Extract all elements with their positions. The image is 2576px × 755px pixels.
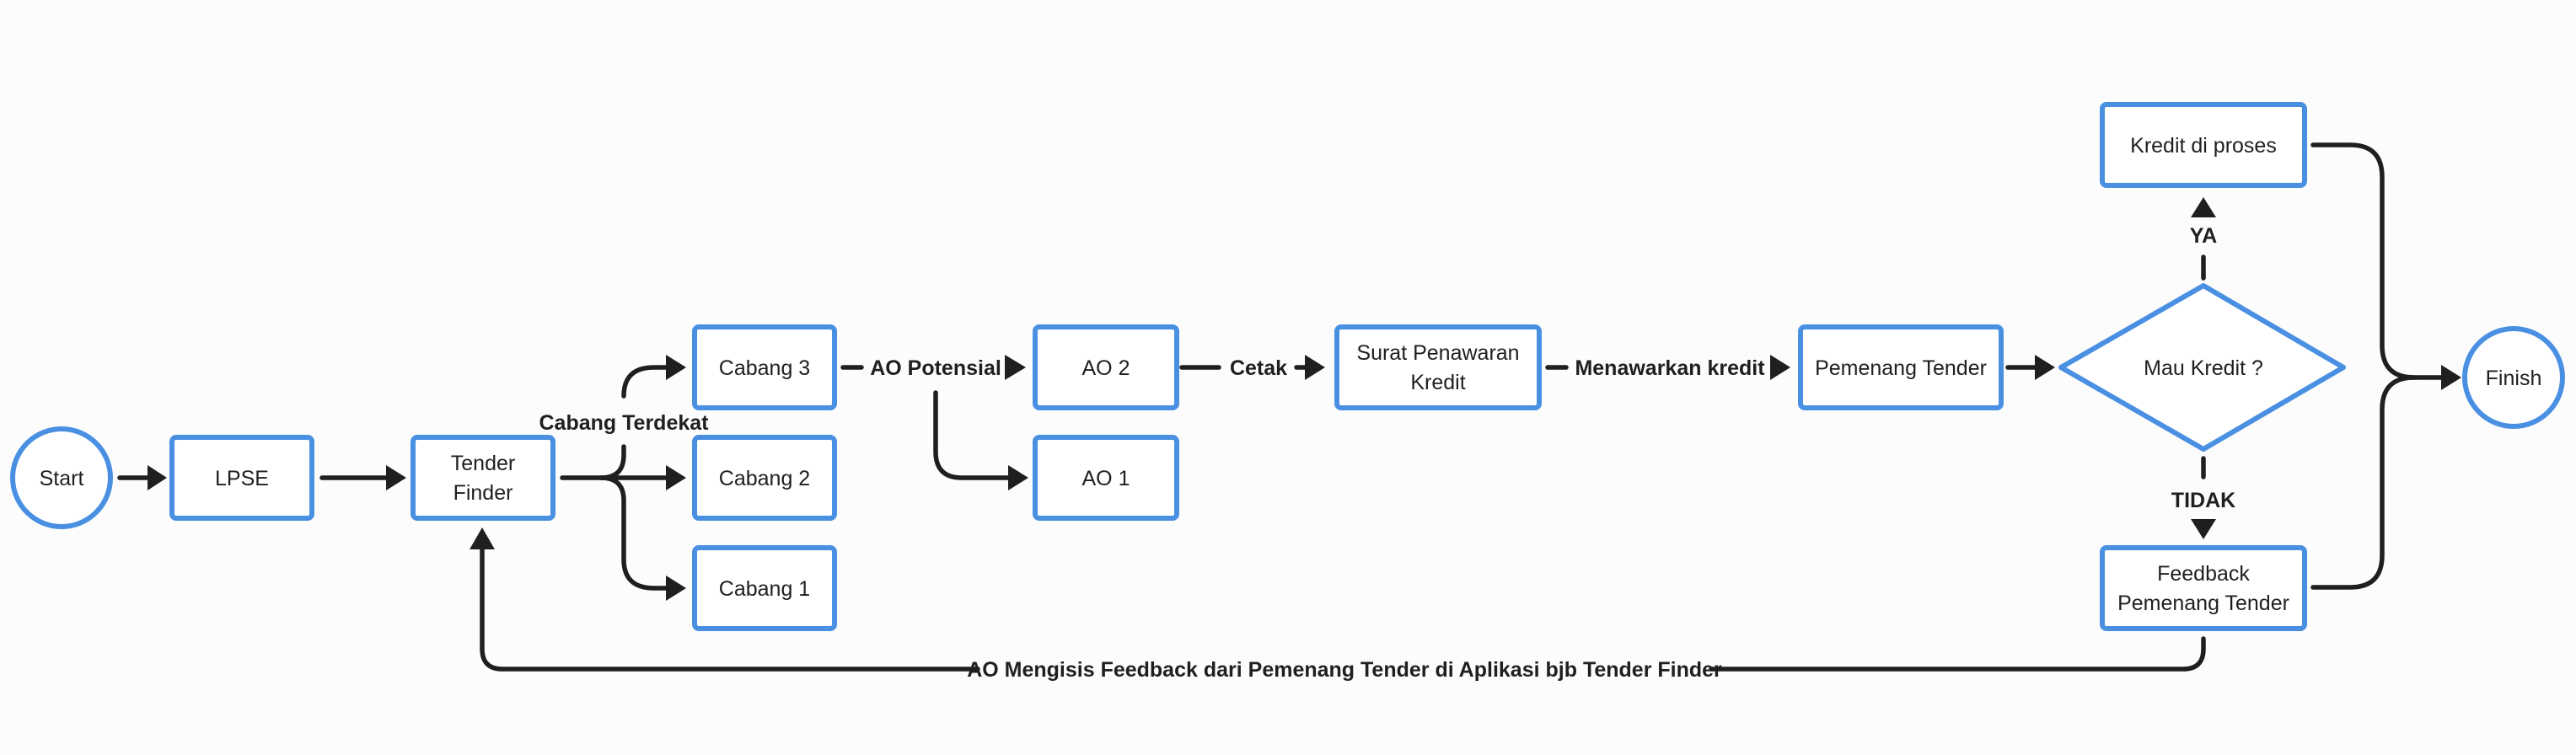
node-cabang-3-label: Cabang 3 [719, 356, 810, 380]
edge-tender-finder-to-cabang-3 [598, 444, 626, 480]
node-tender-finder-line-2: Finder [453, 481, 513, 505]
arrowhead-kredit [2191, 197, 2216, 217]
node-pemenang-tender-label: Pemenang Tender [1815, 356, 1987, 380]
node-mau-kredit-decision: Mau Kredit ? [2058, 283, 2346, 452]
label-tidak: TIDAK [2171, 489, 2235, 512]
arrowhead-cabang-3 [666, 355, 686, 380]
edge-labels: Cabang Terdekat AO Potensial Cetak Menaw… [539, 224, 2236, 682]
edges [117, 142, 2461, 672]
label-cetak: Cetak [1230, 356, 1287, 380]
node-finish-label: Finish [2486, 367, 2542, 390]
edge-ao-potensial-to-ao-1 [933, 390, 1012, 480]
nodes: Start LPSE Tender Finder Cabang 3 Cabang… [10, 102, 2565, 631]
label-ao-mengisi-feedback: AO Mengisis Feedback dari Pemenang Tende… [967, 658, 1722, 682]
node-start-label: Start [40, 467, 84, 490]
node-start: Start [10, 426, 113, 529]
edge-tender-finder-to-cabang-1 [598, 475, 668, 591]
arrowhead-mau-kredit [2035, 355, 2055, 380]
label-ya: YA [2190, 224, 2217, 248]
node-cabang-2-label: Cabang 2 [719, 467, 810, 490]
node-tender-finder-line-1: Tender [451, 452, 515, 475]
arrowhead-cabang-2 [666, 465, 686, 490]
node-kredit-di-proses-label: Kredit di proses [2130, 134, 2277, 158]
node-mau-kredit-label: Mau Kredit ? [2144, 356, 2263, 380]
node-ao-2-label: AO 2 [1082, 356, 1130, 380]
label-menawarkan-kredit: Menawarkan kredit [1575, 356, 1765, 380]
arrowhead-cabang-1 [666, 576, 686, 601]
arrowhead-surat [1305, 355, 1325, 380]
node-cabang-3: Cabang 3 [692, 324, 837, 410]
arrowhead-ao-1 [1008, 465, 1028, 490]
node-ao-2: AO 2 [1033, 324, 1179, 410]
arrowhead-pemenang [1770, 355, 1790, 380]
arrowhead-finish [2441, 365, 2461, 390]
edge-kredit-to-finish [2310, 142, 2445, 380]
edge-cabang-3-upper-curve [621, 365, 668, 399]
node-tender-finder: Tender Finder [411, 435, 555, 521]
node-feedback-line-2: Pemenang Tender [2117, 592, 2289, 615]
arrowhead-feedback [2191, 519, 2216, 539]
edge-feedback-to-tender-finder [1709, 636, 2206, 672]
node-surat-penawaran-kredit: Surat Penawaran Kredit [1334, 324, 1542, 410]
label-ao-potensial: AO Potensial [870, 356, 1001, 380]
node-cabang-1: Cabang 1 [692, 545, 837, 631]
node-lpse: LPSE [169, 435, 314, 521]
node-feedback-line-1: Feedback [2157, 562, 2250, 586]
node-ao-1-label: AO 1 [1082, 467, 1130, 490]
node-lpse-label: LPSE [215, 467, 269, 490]
label-cabang-terdekat: Cabang Terdekat [539, 411, 710, 435]
arrowhead-lpse [148, 465, 167, 490]
node-surat-line-2: Kredit [1410, 371, 1465, 394]
node-cabang-2: Cabang 2 [692, 435, 837, 521]
node-kredit-di-proses: Kredit di proses [2100, 102, 2307, 188]
edge-feedback-return-left [480, 545, 980, 672]
node-surat-line-1: Surat Penawaran [1356, 341, 1519, 365]
arrowhead-ao-2 [1005, 355, 1026, 380]
node-finish: Finish [2462, 326, 2565, 429]
node-pemenang-tender: Pemenang Tender [1798, 324, 2004, 410]
arrowhead-tender-finder-return [470, 527, 495, 549]
node-ao-1: AO 1 [1033, 435, 1179, 521]
edge-feedback-to-finish [2310, 375, 2417, 590]
node-cabang-1-label: Cabang 1 [719, 577, 810, 601]
node-feedback-pemenang-tender: Feedback Pemenang Tender [2100, 545, 2307, 631]
arrowhead-tender-finder [386, 465, 406, 490]
